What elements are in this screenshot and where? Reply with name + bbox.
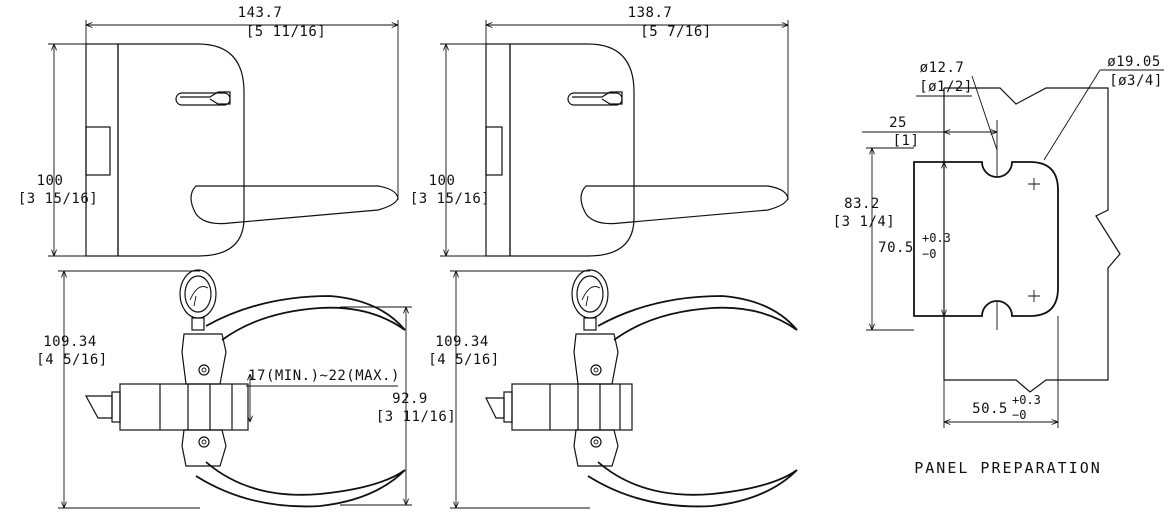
panel-cutout-width-tol-plus: +0.3 bbox=[1012, 393, 1041, 407]
panel-large-hole-dia-in: [ø3/4] bbox=[1109, 73, 1163, 89]
view1-height-mm: 100 bbox=[37, 173, 64, 189]
view3-thickness-range: 17(MIN.)~22(MAX.) bbox=[248, 368, 400, 384]
view3-inner-height-mm: 92.9 bbox=[392, 391, 428, 407]
view-3-top-plan: 109.34 [4 5/16] 92.9 [3 11/16] 17(MIN.)~… bbox=[36, 269, 456, 509]
view2-width-mm: 138.7 bbox=[628, 5, 673, 21]
view-1-side-elevation: 143.7 [5 11/16] 100 [3 15/16] bbox=[18, 5, 399, 257]
panel-preparation-drawing: ø12.7 [ø1/2] ø19.05 [ø3/4] 25 [1] 83.2 [… bbox=[833, 54, 1164, 477]
view3-overall-height-mm: 109.34 bbox=[43, 334, 97, 350]
panel-hole-spacing-tol-minus: −0 bbox=[922, 247, 936, 261]
panel-large-hole-dia: ø19.05 bbox=[1107, 54, 1161, 70]
panel-edge-offset-in: [1] bbox=[893, 133, 920, 149]
panel-cutout-width-mm: 50.5 bbox=[972, 401, 1008, 417]
panel-small-hole-dia: ø12.7 bbox=[920, 60, 965, 76]
panel-hole-spacing-mm: 70.5 bbox=[878, 240, 914, 256]
panel-hole-spacing-tol-plus: +0.3 bbox=[922, 231, 951, 245]
panel-cutout-height-mm: 83.2 bbox=[844, 196, 880, 212]
view-4-top-plan: 109.34 [4 5/16] bbox=[428, 269, 798, 509]
view2-height-mm: 100 bbox=[429, 173, 456, 189]
view2-height-in: [3 15/16] bbox=[410, 191, 490, 207]
panel-caption: PANEL PREPARATION bbox=[914, 459, 1102, 477]
view1-height-in: [3 15/16] bbox=[18, 191, 98, 207]
view1-width-mm: 143.7 bbox=[238, 5, 283, 21]
view4-overall-height-mm: 109.34 bbox=[435, 334, 489, 350]
panel-small-hole-dia-in: [ø1/2] bbox=[919, 79, 973, 95]
panel-cutout-height-in: [3 1/4] bbox=[833, 214, 896, 230]
view2-width-in: [5 7/16] bbox=[640, 24, 711, 40]
panel-cutout-width-tol-minus: −0 bbox=[1012, 408, 1026, 422]
panel-edge-offset-mm: 25 bbox=[889, 115, 907, 131]
view-2-side-elevation: 138.7 [5 7/16] 100 [3 15/16] bbox=[410, 5, 789, 257]
view3-inner-height-in: [3 11/16] bbox=[376, 409, 456, 425]
view1-width-in: [5 11/16] bbox=[246, 24, 326, 40]
view3-overall-height-in: [4 5/16] bbox=[36, 352, 107, 368]
view4-overall-height-in: [4 5/16] bbox=[428, 352, 499, 368]
